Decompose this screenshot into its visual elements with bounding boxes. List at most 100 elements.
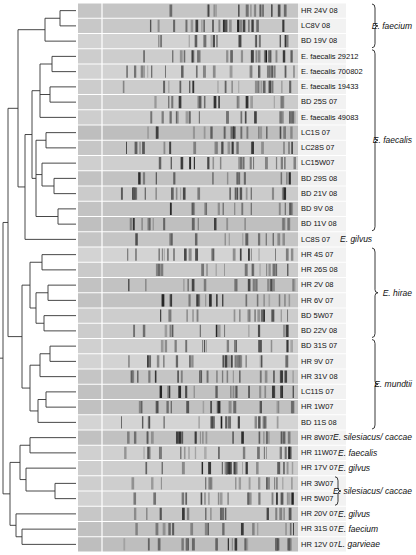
gel-band [286,340,288,352]
gel-band [235,355,237,367]
gel-band [290,127,292,139]
gel-band [222,523,224,535]
gel-lane [78,19,298,33]
gel-band [257,294,259,306]
gel-band [222,294,223,306]
gel-band [245,264,248,276]
gel-band [240,188,242,200]
gel-band [246,96,249,108]
dendrogram-branch [20,479,26,480]
gel-band [200,371,202,383]
gel-band [172,325,173,337]
gel-band [286,249,289,261]
gel-band [170,203,172,215]
strain-label: HR 5W07 [301,495,334,503]
dendrogram-branch [46,391,76,392]
gel-band [170,111,172,123]
gel-band [239,310,241,322]
gel-band [187,279,188,291]
gel-band [281,386,283,398]
gel-band [176,355,178,367]
strain-label: HR 12V 07 [301,541,338,549]
gel-band [267,477,270,489]
dendrogram-branch [30,452,76,453]
gel-band [211,35,214,47]
species-label: E. faecalis [373,136,412,145]
gel-lane [78,446,298,460]
gel-band [195,20,198,32]
gel-band [163,81,165,93]
gel-band [277,401,279,413]
gel-band [158,538,161,550]
gel-band [260,371,262,383]
gel-band [229,188,231,200]
gel-band [285,66,287,78]
gel-band [131,477,134,489]
gel-band [251,50,254,62]
gel-band [213,66,216,78]
gel-band [222,355,223,367]
label-panel [298,400,346,414]
gel-band [189,157,191,169]
gel-band [204,127,206,139]
gel-band [256,462,259,474]
gel-band [243,20,245,32]
gel-lane [78,492,298,506]
gel-band [148,416,150,428]
gel-band [251,66,252,78]
gel-band [228,538,229,550]
gel-band [187,508,189,520]
gel-band [148,371,150,383]
gel-band [280,96,283,108]
gel-band [267,508,269,520]
gel-band [224,264,226,276]
gel-band [216,538,217,550]
gel-band [289,508,292,520]
species-label: E. gilvus [338,464,370,473]
gel-band [233,127,234,139]
gel-band [280,371,283,383]
gel-band [127,432,130,444]
gel-band [214,96,217,108]
gel-band [256,50,257,62]
gel-band [130,218,132,230]
gel-band [249,477,251,489]
gel-band [259,340,262,352]
gel-band [274,477,276,489]
gel-band [233,386,235,398]
gel-band [258,50,261,62]
gel-band [177,371,179,383]
gel-band [192,310,193,322]
gel-band [171,233,173,245]
gel-band [238,157,240,169]
strain-label: HR 2V 08 [301,281,334,289]
gel-band [258,249,260,261]
gel-lane [78,385,298,399]
gel-band [204,340,205,352]
gel-band [156,523,159,535]
gel-band [225,508,227,520]
dendrogram-branch [32,90,40,91]
strain-label: HR 24V 08 [301,7,338,15]
gel-band [157,355,159,367]
gel-band [143,66,144,78]
gel-band [215,386,217,398]
gel-band [291,493,293,505]
gel-band [288,447,290,459]
gel-lane [78,476,298,490]
gel-band [266,432,267,444]
gel-band [292,279,294,291]
gel-lane [78,65,298,79]
gel-band [153,218,154,230]
dendrogram-branch [26,468,76,469]
gel-band [277,233,280,245]
gel-band [193,127,195,139]
gel-band [232,142,233,154]
gel-band [255,35,257,47]
gel-band [199,371,202,383]
gel-band [235,538,237,550]
gel-band [208,5,210,17]
gel-band [185,386,187,398]
gel-band [206,203,207,215]
gel-band [218,325,221,337]
